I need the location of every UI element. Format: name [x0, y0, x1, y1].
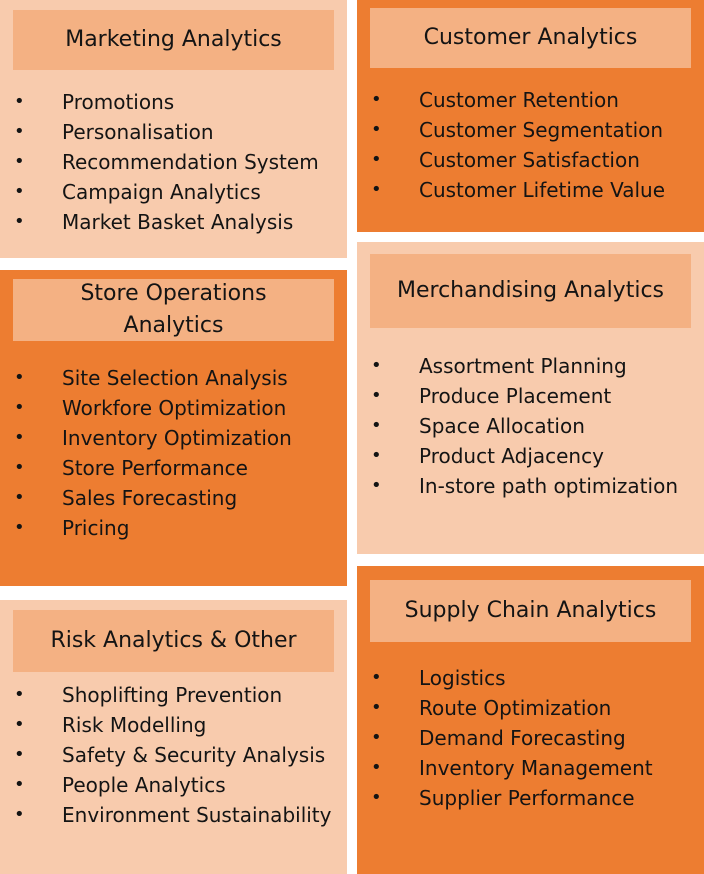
list-item: •Campaign Analytics — [14, 177, 319, 207]
list-item: •People Analytics — [14, 770, 331, 800]
bullet: • — [371, 415, 382, 436]
list-item: •Environment Sustainability — [14, 800, 331, 830]
list-item: •Logistics — [371, 663, 653, 693]
list-item: •Recommendation System — [14, 147, 319, 177]
list-item: •Route Optimization — [371, 693, 653, 723]
list-item: •Product Adjacency — [371, 441, 678, 471]
bullet: • — [371, 119, 382, 140]
panel-risk-analytics: Risk Analytics & Other •Shoplifting Prev… — [0, 600, 347, 874]
panel-supply-chain-analytics: Supply Chain Analytics •Logistics •Route… — [357, 566, 704, 874]
list-item: •Produce Placement — [371, 381, 678, 411]
panel-customer-analytics: Customer Analytics •Customer Retention •… — [357, 0, 704, 232]
list-item: •Personalisation — [14, 117, 319, 147]
bullet: • — [371, 385, 382, 406]
item-list: •Customer Retention •Customer Segmentati… — [371, 85, 665, 205]
bullet: • — [14, 517, 25, 538]
bullet: • — [371, 475, 382, 496]
bullet: • — [371, 667, 382, 688]
bullet: • — [14, 181, 25, 202]
item-list: •Logistics •Route Optimization •Demand F… — [371, 663, 653, 813]
bullet: • — [371, 757, 382, 778]
list-item: •Space Allocation — [371, 411, 678, 441]
panel-title: Customer Analytics — [370, 8, 691, 68]
panel-title-text: Marketing Analytics — [65, 27, 282, 52]
list-item: •Shoplifting Prevention — [14, 680, 331, 710]
bullet: • — [14, 457, 25, 478]
bullet: • — [371, 89, 382, 110]
list-item: •Inventory Management — [371, 753, 653, 783]
panel-title-line1: Store Operations — [80, 281, 267, 306]
panel-title-text: Supply Chain Analytics — [404, 598, 657, 623]
list-item: •Store Performance — [14, 453, 292, 483]
item-list: •Shoplifting Prevention •Risk Modelling … — [14, 680, 331, 830]
bullet: • — [371, 149, 382, 170]
item-list: •Assortment Planning •Produce Placement … — [371, 351, 678, 501]
bullet: • — [14, 744, 25, 765]
panel-merchandising-analytics: Merchandising Analytics •Assortment Plan… — [357, 242, 704, 554]
list-item: •Customer Satisfaction — [371, 145, 665, 175]
panel-marketing-analytics: Marketing Analytics •Promotions •Persona… — [0, 0, 347, 258]
item-list: •Promotions •Personalisation •Recommenda… — [14, 87, 319, 237]
bullet: • — [14, 774, 25, 795]
panel-title-text: Merchandising Analytics — [397, 278, 664, 303]
list-item: •Assortment Planning — [371, 351, 678, 381]
bullet: • — [371, 445, 382, 466]
panel-title-line2: Analytics — [123, 313, 224, 338]
bullet: • — [14, 397, 25, 418]
list-item: •In-store path optimization — [371, 471, 678, 501]
list-item: •Market Basket Analysis — [14, 207, 319, 237]
item-list: •Site Selection Analysis •Workfore Optim… — [14, 363, 292, 543]
panel-title: Store Operations Analytics — [13, 279, 334, 341]
bullet: • — [14, 367, 25, 388]
panel-store-operations-analytics: Store Operations Analytics •Site Selecti… — [0, 270, 347, 586]
list-item: •Pricing — [14, 513, 292, 543]
bullet: • — [371, 787, 382, 808]
bullet: • — [14, 121, 25, 142]
panel-title-text: Risk Analytics & Other — [50, 628, 297, 653]
list-item: •Sales Forecasting — [14, 483, 292, 513]
bullet: • — [371, 697, 382, 718]
list-item: •Customer Retention — [371, 85, 665, 115]
bullet: • — [14, 151, 25, 172]
panel-title: Merchandising Analytics — [370, 254, 691, 328]
list-item: •Promotions — [14, 87, 319, 117]
list-item: •Site Selection Analysis — [14, 363, 292, 393]
bullet: • — [14, 804, 25, 825]
list-item: •Demand Forecasting — [371, 723, 653, 753]
panel-title: Marketing Analytics — [13, 10, 334, 70]
list-item: •Supplier Performance — [371, 783, 653, 813]
bullet: • — [14, 487, 25, 508]
list-item: •Safety & Security Analysis — [14, 740, 331, 770]
list-item: •Risk Modelling — [14, 710, 331, 740]
bullet: • — [371, 355, 382, 376]
bullet: • — [14, 714, 25, 735]
bullet: • — [14, 684, 25, 705]
bullet: • — [371, 727, 382, 748]
panel-title: Risk Analytics & Other — [13, 610, 334, 672]
list-item: •Customer Segmentation — [371, 115, 665, 145]
bullet: • — [14, 91, 25, 112]
bullet: • — [14, 427, 25, 448]
list-item: •Inventory Optimization — [14, 423, 292, 453]
list-item: •Workfore Optimization — [14, 393, 292, 423]
list-item: •Customer Lifetime Value — [371, 175, 665, 205]
panel-title: Supply Chain Analytics — [370, 580, 691, 642]
bullet: • — [371, 179, 382, 200]
panel-title-text: Customer Analytics — [423, 25, 638, 50]
bullet: • — [14, 211, 25, 232]
